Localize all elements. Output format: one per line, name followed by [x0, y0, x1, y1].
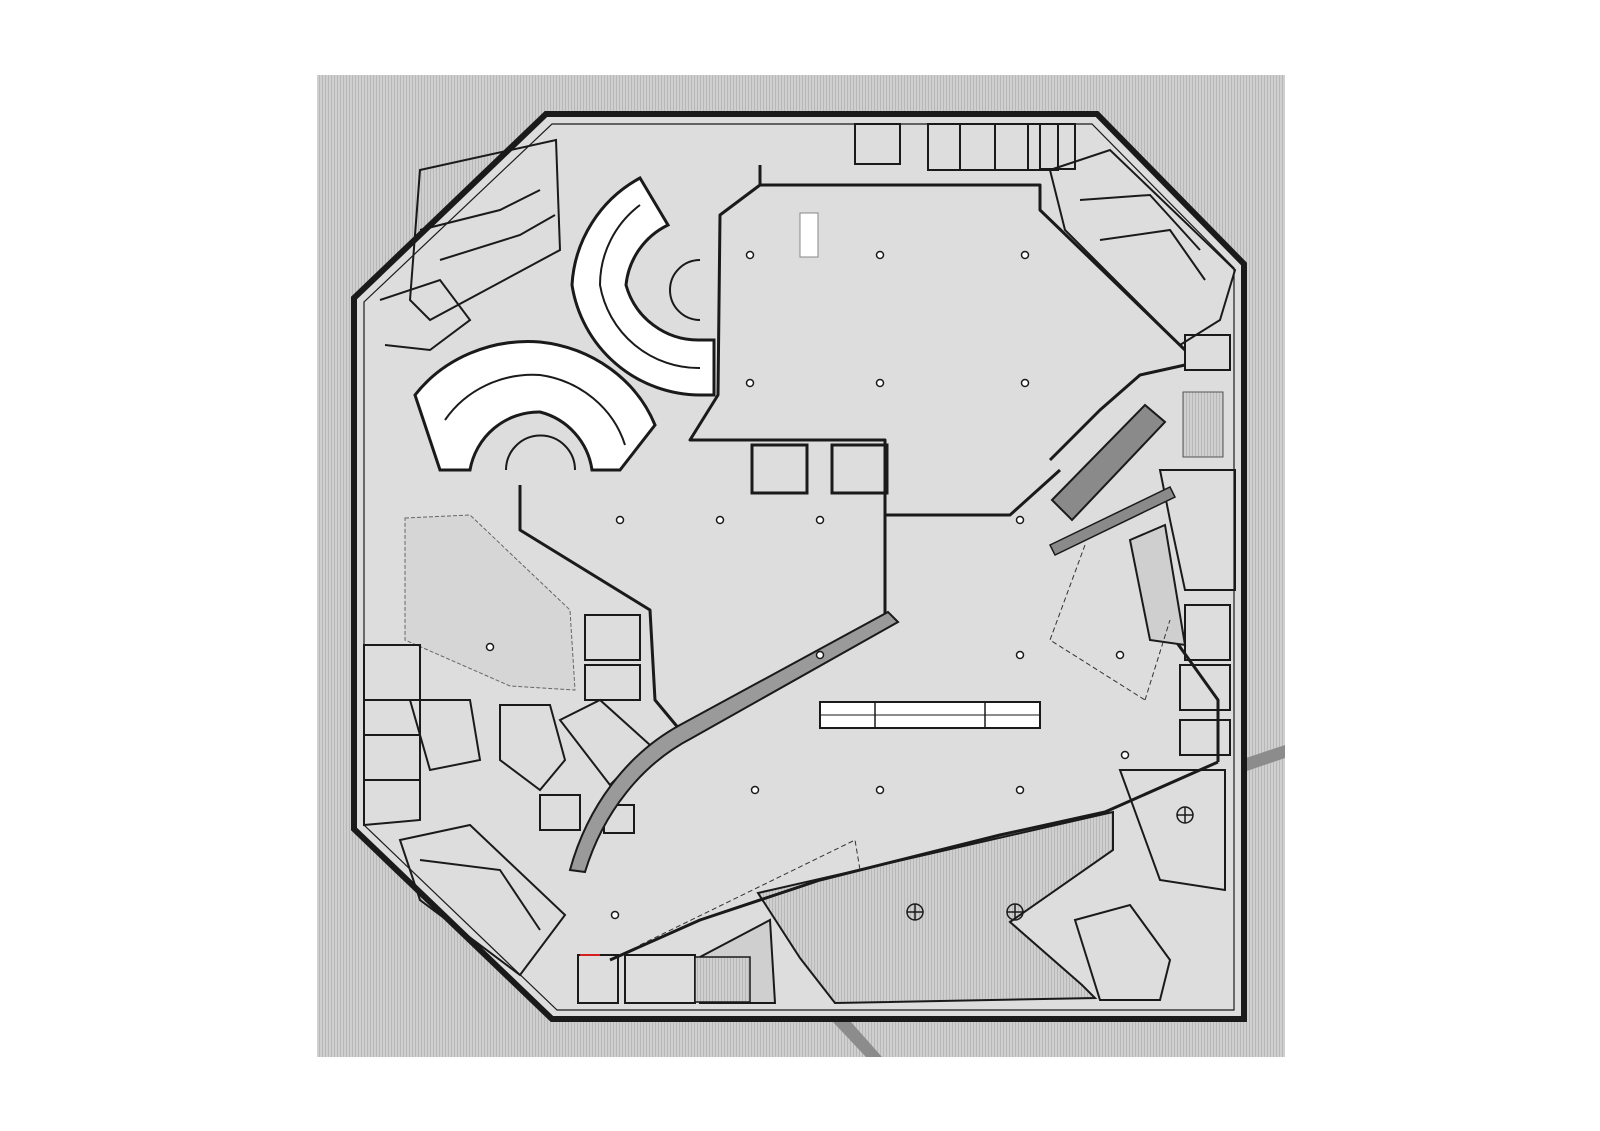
column — [875, 785, 885, 795]
service-cores — [363, 123, 1237, 1004]
column — [750, 785, 760, 795]
skylight — [799, 212, 819, 258]
west-courtyard — [404, 514, 576, 691]
court-columns — [906, 806, 1194, 921]
column — [875, 378, 885, 388]
column — [1015, 650, 1025, 660]
column — [1115, 650, 1125, 660]
column — [715, 515, 725, 525]
column — [745, 250, 755, 260]
column — [875, 250, 885, 260]
column — [485, 642, 495, 652]
column — [1020, 378, 1030, 388]
east-stair — [1128, 523, 1187, 647]
auditorium-seating — [1182, 391, 1224, 458]
column — [1020, 250, 1030, 260]
interior-walls — [518, 165, 1220, 962]
east-escalator — [1048, 403, 1177, 556]
overhead-lines — [639, 544, 1171, 946]
columns — [485, 250, 1130, 920]
central-escalator — [819, 701, 1041, 729]
north-ramp — [570, 175, 716, 397]
column — [610, 910, 620, 920]
west-ramp — [413, 340, 657, 472]
access-path-south — [833, 1022, 882, 1057]
column — [1015, 515, 1025, 525]
column — [1120, 750, 1130, 760]
south-east-court — [756, 810, 1114, 1005]
column — [815, 650, 825, 660]
column — [815, 515, 825, 525]
column — [1015, 785, 1025, 795]
column — [745, 378, 755, 388]
south-stair — [694, 918, 777, 1004]
access-path-east — [1240, 745, 1285, 772]
column — [615, 515, 625, 525]
central-curved-ramp — [568, 610, 900, 874]
building-inner-wall — [363, 123, 1235, 1011]
